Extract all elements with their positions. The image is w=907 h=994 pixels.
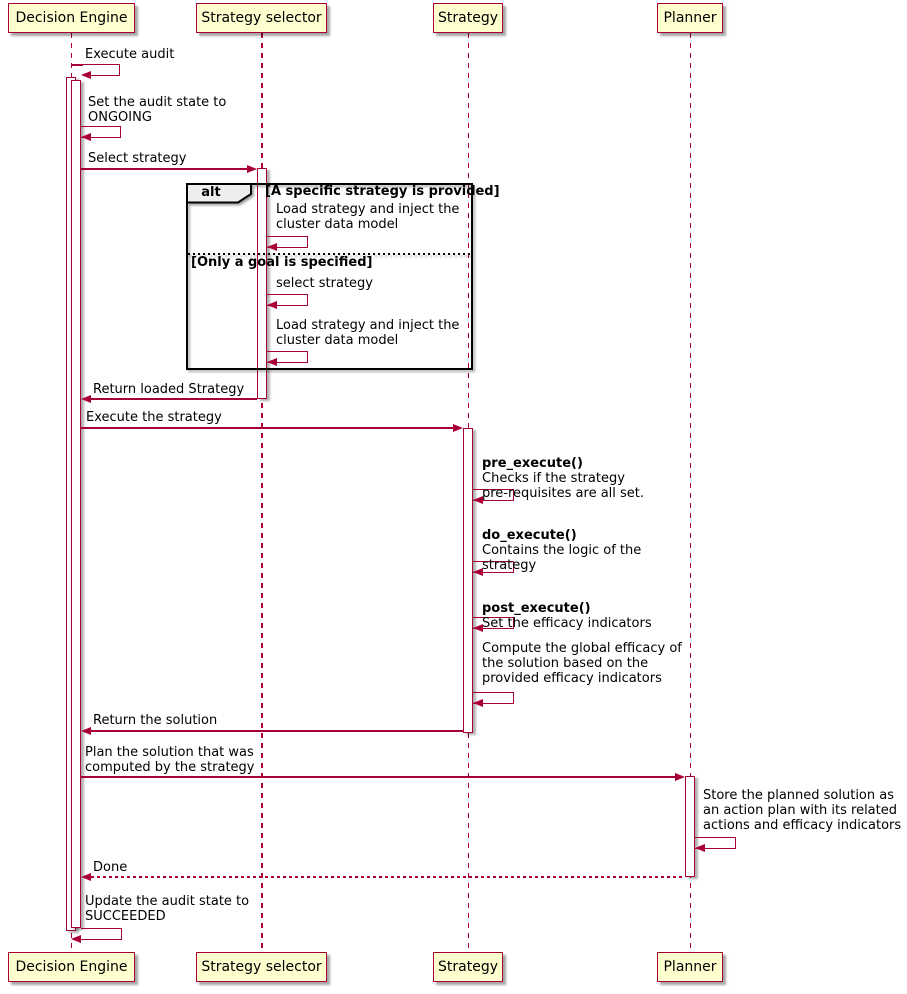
arrowhead-select-strategy xyxy=(247,164,257,173)
label-update-audit-state: Update the audit state to SUCCEEDED xyxy=(85,894,250,924)
label-post-execute-method: post_execute() xyxy=(482,601,591,616)
label-return-the-solution: Return the solution xyxy=(93,713,218,728)
arrowhead-do-execute xyxy=(473,567,483,576)
arrow-execute-audit xyxy=(83,64,120,76)
participant-bottom-strategy-selector: Strategy selector xyxy=(196,952,327,982)
participant-bottom-strategy: Strategy xyxy=(433,952,503,982)
arrow-select-strategy-inner xyxy=(267,294,308,306)
label-post-execute: post_execute()Set the efficacy indicator… xyxy=(482,586,652,631)
arrowhead-return-the-solution xyxy=(81,726,91,735)
activation-strategy xyxy=(463,428,473,733)
arrow-post-execute xyxy=(473,617,514,629)
alt-guard-a: [A specific strategy is provided] xyxy=(265,184,500,199)
label-done: Done xyxy=(93,860,128,875)
arrowhead-plan-the-solution xyxy=(675,772,685,781)
arrowhead-load-strategy-b xyxy=(267,357,277,366)
label-pre-execute: pre_execute()Checks if the strategy pre-… xyxy=(482,441,644,501)
lifeline-strategy-selector xyxy=(261,33,263,953)
participant-top-decision-engine: Decision Engine xyxy=(8,3,135,33)
label-store-planned-solution: Store the planned solution as an action … xyxy=(703,788,902,833)
arrow-load-strategy-a xyxy=(267,236,308,248)
arrowhead-set-audit-state xyxy=(81,132,91,141)
participant-top-strategy-selector: Strategy selector xyxy=(196,3,327,33)
alt-else-divider xyxy=(188,253,471,255)
label-plan-the-solution: Plan the solution that was computed by t… xyxy=(85,745,255,775)
alt-operator-label: alt xyxy=(201,185,221,200)
label-load-strategy-a: Load strategy and inject the cluster dat… xyxy=(276,202,460,232)
label-set-audit-state: Set the audit state to ONGOING xyxy=(88,95,227,125)
label-load-strategy-b: Load strategy and inject the cluster dat… xyxy=(276,318,460,348)
label-do-execute-method: do_execute() xyxy=(482,528,577,543)
alt-operator-pentagon xyxy=(186,183,252,204)
arrow-pre-execute xyxy=(473,489,514,501)
arrow-return-the-solution xyxy=(91,730,463,732)
label-pre-execute-desc: Checks if the strategy pre-requisites ar… xyxy=(482,471,645,501)
arrow-do-execute xyxy=(473,561,514,573)
arrowhead-load-strategy-a xyxy=(267,242,277,251)
arrowhead-pre-execute xyxy=(473,495,483,504)
label-pre-execute-method: pre_execute() xyxy=(482,456,583,471)
arrow-execute-audit-stub xyxy=(71,64,83,66)
arrowhead-select-strategy-inner xyxy=(267,300,277,309)
label-do-execute-desc: Contains the logic of the strategy xyxy=(482,543,642,573)
arrow-execute-the-strategy xyxy=(81,427,453,429)
alt-frame xyxy=(186,183,473,370)
arrow-store-planned-solution xyxy=(695,837,736,849)
label-compute-efficacy: Compute the global efficacy of the solut… xyxy=(482,641,682,686)
arrowhead-update-audit-state xyxy=(71,934,81,943)
arrowhead-done xyxy=(81,872,91,881)
arrowhead-execute-audit xyxy=(81,70,91,79)
label-do-execute: do_execute()Contains the logic of the st… xyxy=(482,513,641,573)
lifeline-planner xyxy=(689,33,691,953)
participant-top-planner: Planner xyxy=(657,3,723,33)
arrow-return-loaded-strategy xyxy=(91,398,257,400)
label-select-strategy: Select strategy xyxy=(88,151,187,166)
participant-bottom-planner: Planner xyxy=(657,952,723,982)
activation-planner xyxy=(685,776,695,877)
arrowhead-post-execute xyxy=(473,623,483,632)
label-return-loaded-strategy: Return loaded Strategy xyxy=(93,382,245,397)
label-execute-audit: Execute audit xyxy=(85,47,175,62)
activation-decision-engine-inner xyxy=(71,80,81,928)
participant-bottom-decision-engine: Decision Engine xyxy=(8,952,135,982)
label-post-execute-desc: Set the efficacy indicators xyxy=(482,616,652,631)
arrow-plan-the-solution xyxy=(81,776,675,778)
arrow-load-strategy-b xyxy=(267,351,308,363)
label-execute-the-strategy: Execute the strategy xyxy=(86,410,222,425)
arrowhead-compute-efficacy xyxy=(473,698,483,707)
label-select-strategy-inner: select strategy xyxy=(276,276,373,291)
arrow-compute-efficacy xyxy=(473,692,514,704)
activation-strategy-selector xyxy=(257,168,267,399)
arrow-done xyxy=(91,876,685,878)
alt-guard-b: [Only a goal is specified] xyxy=(191,255,373,270)
participant-top-strategy: Strategy xyxy=(433,3,503,33)
arrow-select-strategy xyxy=(81,168,248,170)
arrowhead-store-planned-solution xyxy=(695,843,705,852)
arrow-update-audit-state xyxy=(81,928,122,940)
arrowhead-execute-the-strategy xyxy=(453,423,463,432)
arrow-set-audit-state xyxy=(81,126,121,138)
arrowhead-return-loaded-strategy xyxy=(81,394,91,403)
